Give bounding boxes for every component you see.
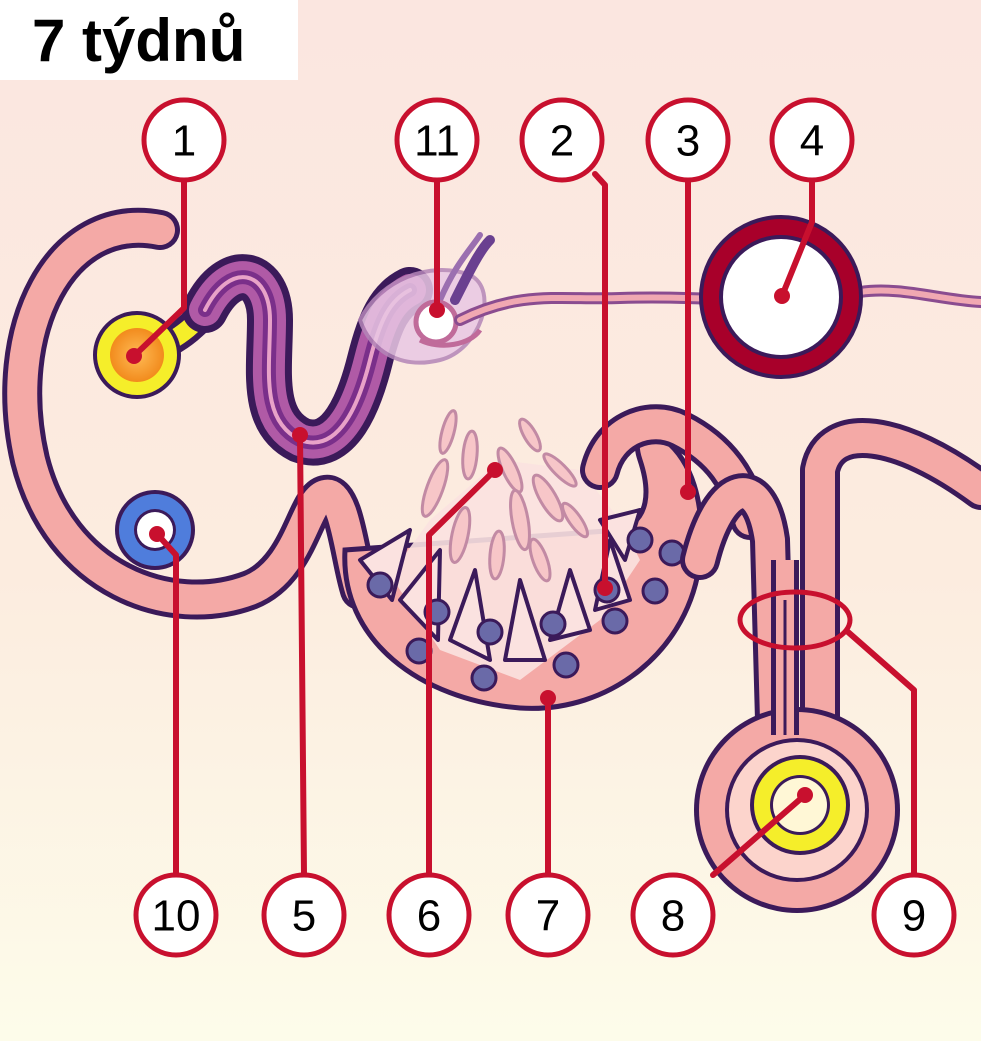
label-9-text: 9 — [902, 892, 926, 941]
label-2: 2 — [522, 100, 602, 180]
label-11: 11 — [397, 100, 477, 180]
label-11-text: 11 — [414, 117, 460, 166]
label-10-text: 10 — [152, 892, 201, 941]
label-7: 7 — [508, 875, 588, 955]
label-3-text: 3 — [676, 117, 700, 166]
label-9: 9 — [874, 875, 954, 955]
label-6: 6 — [389, 875, 469, 955]
title-box: 7 týdnů — [0, 0, 298, 80]
label-5-text: 5 — [292, 892, 316, 941]
label-3: 3 — [648, 100, 728, 180]
label-10: 10 — [136, 875, 216, 955]
label-4-text: 4 — [800, 117, 824, 166]
label-8: 8 — [633, 875, 713, 955]
label-4: 4 — [772, 100, 852, 180]
label-6-text: 6 — [417, 892, 441, 941]
label-5: 5 — [264, 875, 344, 955]
label-8-text: 8 — [661, 892, 685, 941]
label-1: 1 — [144, 100, 224, 180]
right-bulb — [694, 707, 900, 913]
page-title: 7 týdnů — [32, 6, 245, 76]
label-7-text: 7 — [536, 892, 560, 941]
label-2-text: 2 — [550, 117, 574, 166]
label-1-text: 1 — [172, 117, 196, 166]
